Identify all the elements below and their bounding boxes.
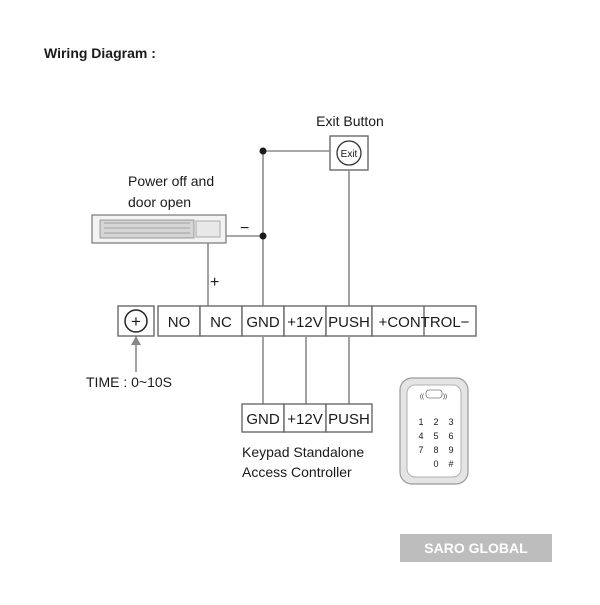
magnetic-lock: [91, 214, 227, 244]
keypad-key: #: [448, 459, 453, 469]
keypad-terminal-label-12v: +12V: [287, 411, 322, 428]
keypad-rfid-logo-icon: [425, 389, 443, 399]
keypad-key: 5: [433, 431, 438, 441]
watermark-background: [400, 534, 552, 562]
terminal-label-control: +CONTROL−: [379, 314, 470, 331]
watermark: SARO GLOBAL: [400, 534, 552, 562]
keypad-terminal-push: [325, 403, 373, 433]
terminal-no: [157, 305, 201, 337]
terminal-push: [325, 305, 373, 337]
terminal-gnd: [241, 305, 285, 337]
junction-dot-exit: [259, 147, 267, 155]
lock-label-line2: door open: [128, 194, 191, 210]
keypad-terminal-label-push: PUSH: [328, 411, 370, 428]
junction-dot-lock: [259, 232, 267, 240]
time-pointer-arrowhead: [131, 336, 141, 345]
terminal-strip: NO NC GND +12V PUSH +CONTROL−: [157, 305, 477, 337]
exit-button: Exit: [329, 135, 369, 171]
time-label: TIME : 0~10S: [86, 374, 172, 390]
keypad-key: 2: [433, 417, 438, 427]
wires: [131, 150, 350, 404]
potentiometer-circle: [124, 309, 148, 333]
keypad-key: 7: [418, 445, 423, 455]
terminal-12v: [283, 305, 327, 337]
keypad-label-line1: Keypad Standalone: [242, 444, 364, 460]
terminal-label-push: PUSH: [328, 314, 370, 331]
keypad-terminal-strip: GND +12V PUSH: [241, 403, 373, 433]
potentiometer-symbol: +: [131, 312, 141, 331]
keypad-key: 3: [448, 417, 453, 427]
keypad-key: 4: [418, 431, 423, 441]
keypad-label-line2: Access Controller: [242, 464, 352, 480]
watermark-text: SARO GLOBAL: [424, 540, 528, 556]
keypad-key: 9: [448, 445, 453, 455]
lock-label-line1: Power off and: [128, 173, 214, 189]
diagram-title: Wiring Diagram :: [44, 45, 156, 61]
svg-text:((: ((: [420, 394, 424, 400]
lock-plus-label: +: [210, 274, 219, 291]
keypad-face: [406, 384, 462, 478]
keypad-terminal-label-gnd: GND: [246, 411, 280, 428]
lock-minus-label: −: [240, 220, 249, 237]
keypad-key: 8: [433, 445, 438, 455]
keypad-key: 0: [433, 459, 438, 469]
terminal-label-12v: +12V: [287, 314, 322, 331]
keypad-key: 1: [418, 417, 423, 427]
svg-text:)): )): [443, 394, 447, 400]
keypad-terminal-12v: [283, 403, 327, 433]
terminal-label-nc: NC: [210, 314, 232, 331]
terminal-label-no: NO: [168, 314, 191, 331]
keypad-device: (( )) 1 2 3 4 5 6 7 8 9 0 #: [399, 377, 469, 485]
keypad-key: 6: [448, 431, 453, 441]
exit-button-circle: [336, 140, 362, 166]
exit-button-text: Exit: [341, 149, 358, 160]
time-adjust-potentiometer: +: [117, 305, 155, 337]
exit-button-label: Exit Button: [316, 113, 384, 129]
terminal-label-gnd: GND: [246, 314, 280, 331]
